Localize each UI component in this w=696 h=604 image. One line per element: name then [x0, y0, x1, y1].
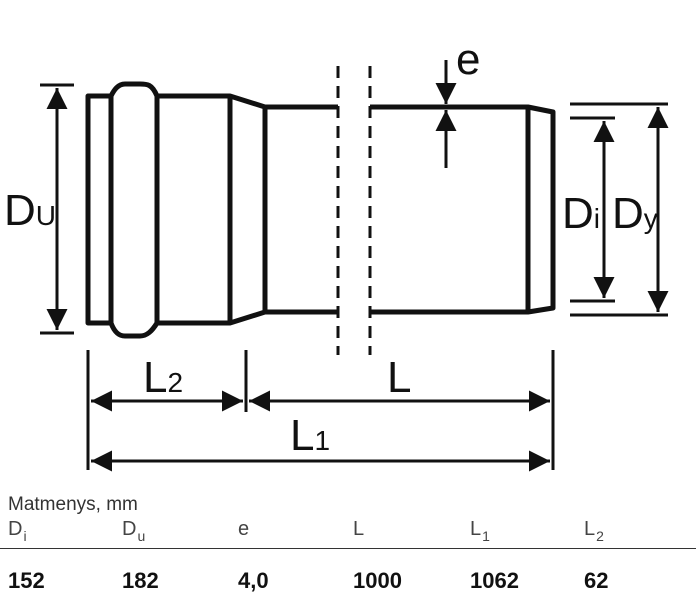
value-l: 1000: [353, 568, 402, 593]
value-du: 182: [122, 568, 159, 593]
header-l2: L2: [584, 518, 604, 544]
du-label: DU: [4, 186, 56, 235]
length-dimensions: [86, 350, 555, 472]
header-du: Du: [122, 518, 146, 544]
table-value-row: 152 182 4,0 1000 1062 62: [0, 568, 696, 598]
di-label: Di: [562, 189, 600, 238]
du-dimension: [40, 83, 74, 335]
header-l: L: [353, 518, 365, 540]
value-di: 152: [8, 568, 45, 593]
value-l1: 1062: [470, 568, 519, 593]
di-dy-dimension: [570, 102, 669, 317]
pipe-dimension-drawing: DU e Di Dy L2 L L1: [4, 35, 669, 472]
value-l2: 62: [584, 568, 609, 593]
l-label: L: [387, 353, 411, 402]
table-header-row: Di Du e L L1 L2: [0, 518, 696, 549]
header-e: e: [238, 518, 250, 540]
table-caption: Matmenys, mm: [8, 494, 138, 515]
dy-label: Dy: [612, 189, 658, 238]
l2-label: L2: [143, 353, 183, 402]
value-e: 4,0: [238, 568, 269, 593]
pipe-outline: [85, 81, 556, 339]
break-lines: [336, 66, 372, 355]
e-label: e: [456, 35, 480, 84]
l1-label: L1: [290, 411, 330, 460]
header-l1: L1: [470, 518, 490, 544]
header-di: Di: [8, 518, 27, 544]
